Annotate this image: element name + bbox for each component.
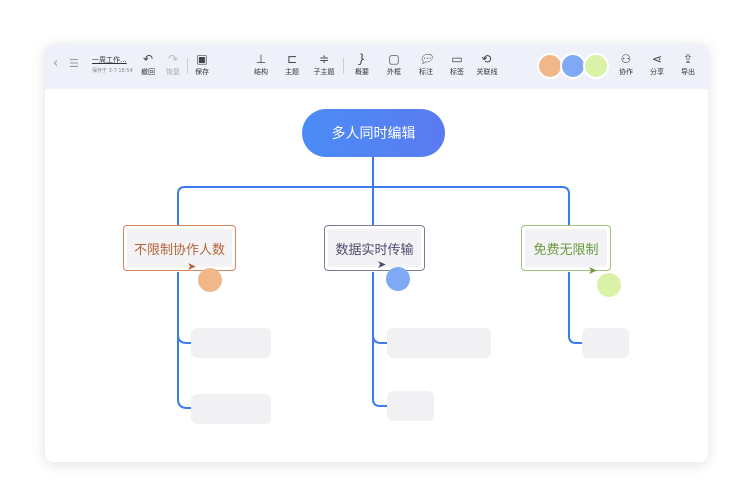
save-status: 保存于 3-7 18:54: [92, 68, 133, 74]
avatar: [597, 273, 621, 297]
redo-label: 恢复: [166, 68, 180, 76]
root-topic[interactable]: 多人同时编辑: [302, 109, 445, 157]
placeholder-subtopic[interactable]: [387, 328, 491, 358]
save-button[interactable]: ▣ 保存: [187, 52, 217, 77]
topic-label: 数据实时传输: [328, 229, 421, 267]
menu-icon[interactable]: ☰: [69, 57, 79, 70]
topic-label: 主题: [285, 68, 299, 76]
relation-label: 关联线: [476, 68, 498, 76]
cursor-icon: ➤: [377, 258, 387, 271]
share-icon: ⋖: [651, 52, 663, 66]
summary-label: 概要: [355, 68, 369, 76]
subtopic-label: 子主题: [313, 68, 335, 76]
tag-button[interactable]: ▭ 标签: [442, 52, 472, 77]
structure-label: 结构: [254, 68, 268, 76]
divider: [343, 58, 344, 74]
placeholder-subtopic[interactable]: [387, 391, 434, 421]
export-button[interactable]: ⇪ 导出: [673, 52, 703, 77]
topic-node[interactable]: 不限制协作人数: [123, 225, 236, 271]
avatar: [198, 268, 222, 292]
callout-label: 标注: [419, 68, 433, 76]
topic-icon: ⊏: [286, 52, 298, 66]
cursor-icon: ➤: [588, 264, 598, 277]
redo-icon: ↷: [167, 52, 179, 66]
avatar[interactable]: [537, 53, 563, 79]
structure-icon: ⊥: [255, 52, 267, 66]
save-icon: ▣: [196, 52, 208, 66]
summary-icon: }: [358, 52, 366, 66]
redo-button[interactable]: ↷ 恢复: [158, 52, 188, 77]
topic-label: 免费无限制: [525, 229, 607, 267]
divider: [187, 58, 188, 74]
doc-title[interactable]: 一周工作...: [92, 56, 127, 64]
connector-lines: [177, 157, 582, 409]
avatar: [386, 267, 410, 291]
export-icon: ⇪: [682, 52, 694, 66]
summary-button[interactable]: } 概要: [347, 52, 377, 77]
callout-button[interactable]: 💬︎ 标注: [411, 52, 441, 77]
relation-button[interactable]: ⟲ 关联线: [472, 52, 502, 77]
topic-label: 不限制协作人数: [127, 229, 232, 267]
undo-button[interactable]: ↶ 撤回: [133, 52, 163, 77]
mindmap-window: ‹ ☰ 一周工作... 保存于 3-7 18:54 ↶ 撤回 ↷ 恢复 ▣ 保存 ⊥ 结…: [45, 44, 708, 462]
cursor-icon: ➤: [187, 260, 197, 273]
topic-node[interactable]: 数据实时传输: [324, 225, 425, 271]
share-label: 分享: [650, 68, 664, 76]
avatar[interactable]: [583, 53, 609, 79]
back-icon[interactable]: ‹: [53, 56, 59, 71]
frame-button[interactable]: ▢ 外框: [379, 52, 409, 77]
topic-node[interactable]: 免费无限制: [521, 225, 611, 271]
toolbar: ‹ ☰ 一周工作... 保存于 3-7 18:54 ↶ 撤回 ↷ 恢复 ▣ 保存 ⊥ 结…: [45, 44, 708, 89]
undo-icon: ↶: [142, 52, 154, 66]
collaborate-button[interactable]: ⚇ 协作: [611, 52, 641, 77]
frame-icon: ▢: [388, 52, 400, 66]
share-button[interactable]: ⋖ 分享: [642, 52, 672, 77]
placeholder-subtopic[interactable]: [191, 394, 271, 424]
users-icon: ⚇: [620, 52, 632, 66]
collaborate-label: 协作: [619, 68, 633, 76]
subtopic-icon: ≑: [318, 52, 330, 66]
frame-label: 外框: [387, 68, 401, 76]
undo-label: 撤回: [141, 68, 155, 76]
relation-line-icon: ⟲: [481, 52, 493, 66]
save-label: 保存: [195, 68, 209, 76]
subtopic-button[interactable]: ≑ 子主题: [309, 52, 339, 77]
placeholder-subtopic[interactable]: [191, 328, 271, 358]
export-label: 导出: [681, 68, 695, 76]
tag-icon: ▭: [451, 52, 463, 66]
placeholder-subtopic[interactable]: [582, 328, 629, 358]
callout-icon: 💬︎: [418, 52, 434, 66]
tag-label: 标签: [450, 68, 464, 76]
topic-button[interactable]: ⊏ 主题: [277, 52, 307, 77]
structure-button[interactable]: ⊥ 结构: [246, 52, 276, 77]
